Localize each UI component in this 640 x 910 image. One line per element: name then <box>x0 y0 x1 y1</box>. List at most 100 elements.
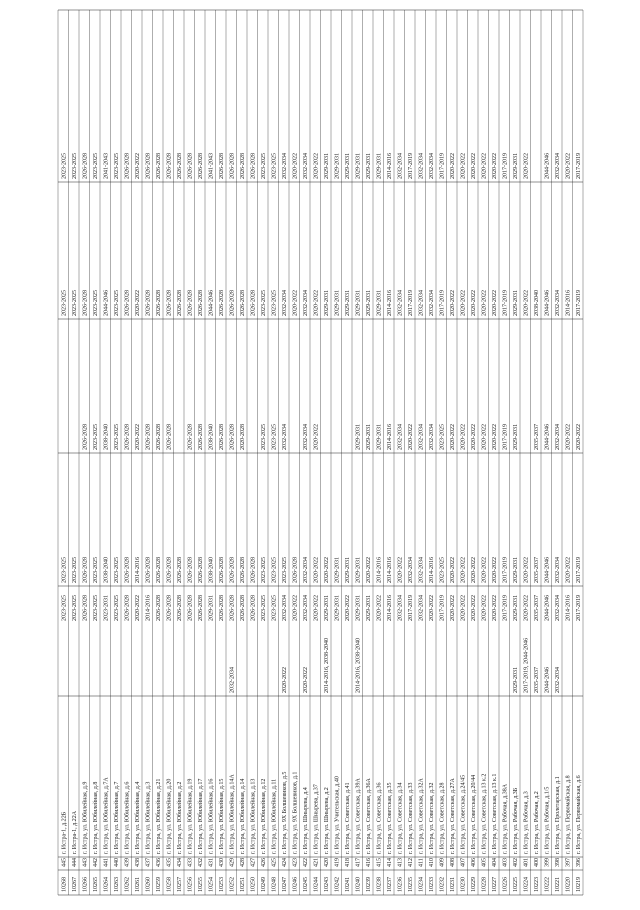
cell-c5: 2032-2034 <box>303 290 309 316</box>
cell-id: 10252 <box>229 877 235 892</box>
cell-c3: 2026-2028 <box>198 557 204 583</box>
cell-id: 10255 <box>198 877 204 892</box>
cell-id: 10237 <box>387 877 393 892</box>
cell-c1: 2029-2031 <box>513 595 519 621</box>
cell-c5: 2014-2016 <box>387 290 393 316</box>
cell-c5: 2026-2028 <box>156 290 162 316</box>
cell-n: 408 <box>450 858 456 867</box>
cell-n: 396 <box>576 858 582 867</box>
cell-c4: 2026-2028 <box>187 424 193 450</box>
cell-n: 422 <box>303 858 309 867</box>
cell-id: 10243 <box>324 877 330 892</box>
cell-n: 441 <box>103 858 109 867</box>
cell-addr: г. Истра, ул. Советская, д.35 <box>387 783 393 855</box>
cell-c1: 2032-2034 <box>418 595 424 621</box>
cell-c6: 2026-2028 <box>229 153 235 179</box>
cell-addr: г. Истра, ул. Юбилейная, д.9 <box>81 782 88 854</box>
cell-c5: 2029-2031 <box>366 290 372 316</box>
cell-c6: 2020-2022 <box>565 153 571 179</box>
cell-n: 407 <box>460 858 466 867</box>
cell-c3: 2020-2022 <box>565 557 571 583</box>
cell-addr: г. Истра, ул. Юбилейная, д.3 <box>144 782 151 854</box>
cell-addr: г. Истра-1, д.22Б <box>61 811 67 854</box>
cell-c1: 2029-2031 <box>334 595 340 621</box>
cell-c4: 2020-2022 <box>450 424 456 450</box>
cell-id: 10264 <box>103 877 109 892</box>
cell-c1: 2017-2019 <box>408 595 414 621</box>
cell-c3: 2032-2034 <box>303 557 309 583</box>
cell-c1: 2023-2025 <box>271 595 277 621</box>
cell-c1: 2014-2016 <box>145 595 151 621</box>
cell-c6: 2026-2028 <box>240 153 246 179</box>
cell-id: 10254 <box>208 877 214 892</box>
cell-c1: 2020-2022 <box>523 595 529 621</box>
cell-c3: 2026-2028 <box>166 557 172 583</box>
cell-c4: 2020-2022 <box>135 424 141 450</box>
cell-id: 10247 <box>282 877 288 892</box>
cell-c5: 2032-2034 <box>282 290 288 316</box>
cell-c2: 2017-2019, 2044-2046 <box>523 638 529 693</box>
cell-c3: 2026-2028 <box>124 557 130 583</box>
cell-c6: 2020-2022 <box>450 153 456 179</box>
cell-c3: 2023-2025 <box>439 557 445 583</box>
cell-c4: 2029-2031 <box>355 424 361 450</box>
cell-id: 10230 <box>460 877 466 892</box>
cell-c1: 2032-2034 <box>555 595 561 621</box>
cell-c3: 2020-2022 <box>324 557 330 583</box>
cell-c6: 2026-2028 <box>166 153 172 179</box>
cell-c5: 2029-2031 <box>513 290 519 316</box>
cell-addr: г. Истра, ул. Пролетарская, д.1 <box>555 776 561 854</box>
cell-c1: 2020-2022 <box>492 595 498 621</box>
cell-c3: 2026-2028 <box>219 557 225 583</box>
cell-c3: 2032-2034 <box>555 557 561 583</box>
cell-n: 406 <box>471 858 477 867</box>
cell-c5: 2017-2019 <box>439 290 445 316</box>
cell-c4: 2026-2028 <box>198 424 204 450</box>
cell-c3: 2044-2046 <box>544 557 550 583</box>
cell-c1: 2017-2019 <box>502 595 508 621</box>
cell-c1: 2014-2016 <box>387 595 393 621</box>
cell-n: 405 <box>481 858 487 867</box>
cell-id: 10241 <box>345 877 351 892</box>
cell-c3: 2026-2028 <box>229 557 235 583</box>
cell-c5: 2014-2016 <box>565 290 571 316</box>
cell-c3: 2026-2028 <box>156 557 162 583</box>
cell-c6: 2041-2043 <box>103 153 109 179</box>
cell-c5: 2020-2022 <box>135 290 141 316</box>
cell-id: 10239 <box>366 877 372 892</box>
cell-c3: 2026-2028 <box>187 557 193 583</box>
cell-n: 436 <box>156 858 162 867</box>
cell-c1: 2026-2028 <box>156 595 162 621</box>
cell-c5: 2020-2022 <box>450 290 456 316</box>
cell-c6: 2023-2025 <box>93 153 99 179</box>
cell-c3: 2020-2022 <box>460 557 466 583</box>
cell-c6: 2023-2025 <box>61 153 67 179</box>
cell-c6: 2029-2031 <box>345 153 351 179</box>
cell-c1: 2026-2028 <box>198 595 204 621</box>
cell-c1: 2014-2016 <box>565 595 571 621</box>
cell-c1: 2026-2028 <box>250 595 256 621</box>
cell-c1: 2023-2031 <box>103 595 109 621</box>
cell-addr: г. Истра, ул. Рабочая, д.3Б <box>512 787 519 854</box>
cell-addr: г. Истра, ул. Юбилейная, д.11 <box>270 779 277 854</box>
cell-addr: г. Истра, ул. Рабочая, д.2 <box>533 791 540 854</box>
cell-c3: 2014-2016 <box>376 557 382 583</box>
cell-c4: 2032-2034 <box>397 424 403 450</box>
cell-c4: 2044-2046 <box>544 424 550 450</box>
cell-id: 10225 <box>513 877 519 892</box>
cell-c4: 2026-2028 <box>145 424 151 450</box>
cell-c6: 2026-2028 <box>124 153 130 179</box>
cell-addr: г. Истра, ул. Рабочая, д.38А <box>501 783 508 854</box>
table-grid <box>57 9 584 896</box>
cell-addr: г. Истра, ул. Советская, д.32 <box>429 783 435 855</box>
cell-c5: 2017-2019 <box>502 290 508 316</box>
cell-c6: 2023-2025 <box>114 153 120 179</box>
cell-c5: 2044-2046 <box>103 290 109 316</box>
cell-c3: 2032-2034 <box>408 557 414 583</box>
table-cells: 2017-2019 2017-2019 2020-2022 2017-2019 2017… <box>61 153 582 892</box>
cell-id: 10259 <box>156 877 162 892</box>
cell-c5: 2029-2031 <box>334 290 340 316</box>
cell-id: 10219 <box>576 877 582 892</box>
cell-c2: 2032-2034 <box>229 667 235 693</box>
cell-c3: 2023-2025 <box>114 557 120 583</box>
